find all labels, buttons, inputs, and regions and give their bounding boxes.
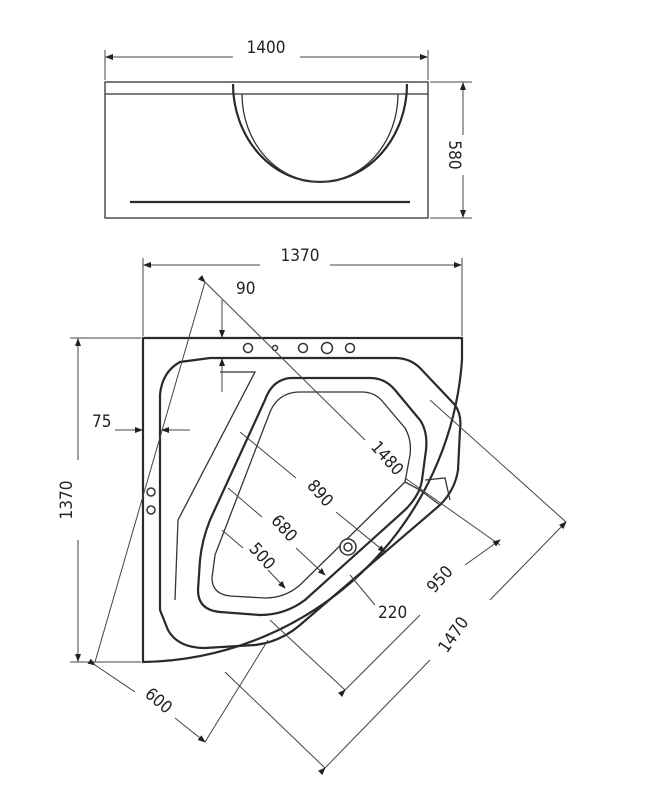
drain-offset-label: 220 [378,603,407,623]
side-600-label: 600 [141,684,176,718]
front-height-label: 580 [444,140,464,169]
plan-top-width-label: 1370 [281,246,320,266]
front-1470-label: 1470 [435,613,474,656]
inner-680-label: 680 [267,511,301,546]
front-view: 1400 580 [104,38,472,219]
inner-890-label: 890 [303,476,337,511]
depth-950-label: 950 [423,562,457,597]
jet-icon [242,342,254,354]
front-width-label: 1400 [247,38,286,58]
rim-offset-top-label: 90 [236,279,255,299]
inner-500-label: 500 [245,539,279,574]
plan-view: 1370 90 1370 75 1480 890 680 500 220 [57,246,567,776]
rim-offset-left-label: 75 [92,412,111,432]
plan-left-height-label: 1370 [57,481,77,520]
diagonal-outer-label: 1480 [366,438,407,480]
